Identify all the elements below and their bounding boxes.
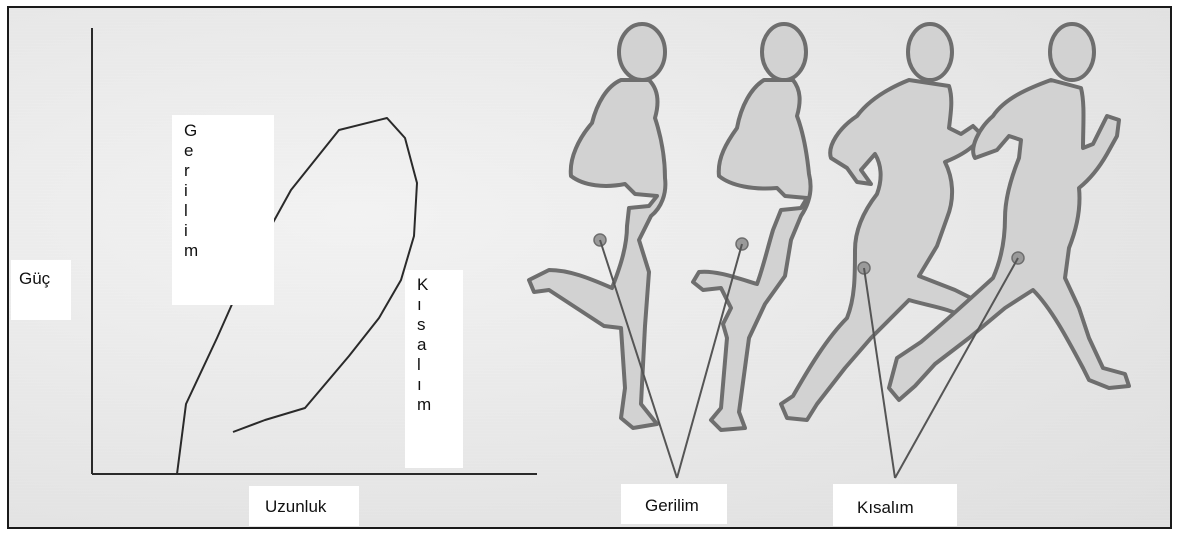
vertical-letter: m — [417, 395, 431, 415]
leader-lines — [600, 240, 1018, 478]
runner-3-body — [781, 80, 981, 420]
runner-1 — [529, 24, 665, 428]
bottom-label-kisalim: Kısalım — [833, 484, 957, 526]
x-axis-label: Uzunluk — [249, 486, 359, 526]
runner-3 — [781, 24, 981, 420]
power-length-graph — [92, 28, 537, 474]
vertical-letter: a — [417, 335, 426, 355]
knee-markers — [594, 234, 1024, 274]
runner-1-head — [619, 24, 665, 80]
vertical-letter: K — [417, 275, 428, 295]
vertical-letter: r — [184, 161, 190, 181]
vertical-letter: ı — [417, 295, 422, 315]
vertical-letter: l — [184, 201, 188, 221]
vertical-letter: l — [417, 355, 421, 375]
y-axis-label: Güç — [11, 260, 71, 320]
runner-silhouettes — [529, 24, 1129, 430]
runner-2-head — [762, 24, 806, 80]
runner-4-head — [1050, 24, 1094, 80]
vertical-letter: i — [184, 181, 188, 201]
vertical-letter: m — [184, 241, 198, 261]
vertical-letter: ı — [417, 375, 422, 395]
runner-3-head — [908, 24, 952, 80]
bottom-label-gerilim: Gerilim — [621, 484, 727, 524]
runner-2-body — [693, 80, 811, 430]
vertical-letter: s — [417, 315, 426, 335]
vertical-letter: G — [184, 121, 197, 141]
runner-2 — [693, 24, 811, 430]
vertical-letter: e — [184, 141, 193, 161]
vertical-letter: i — [184, 221, 188, 241]
